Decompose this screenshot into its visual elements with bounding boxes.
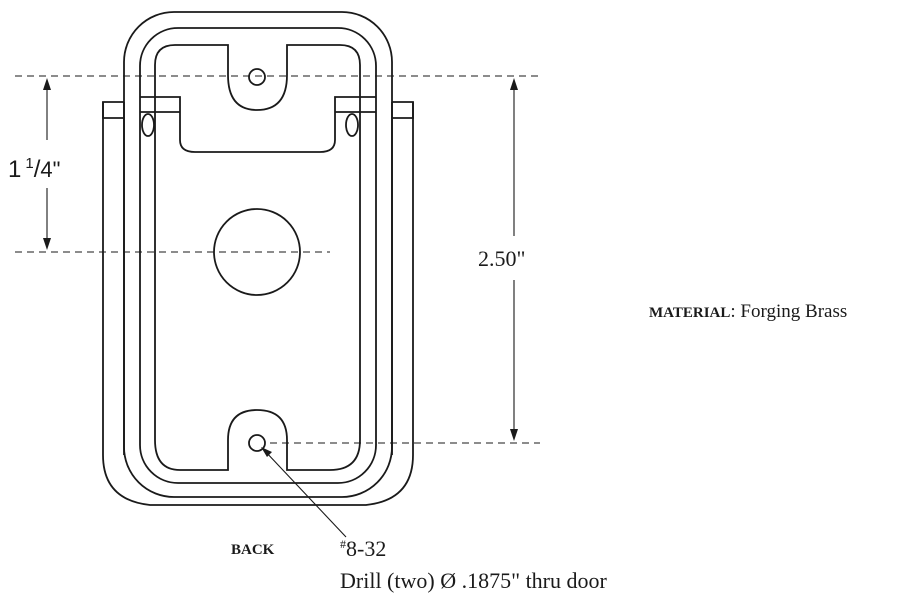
dim-right-label: 2.50"	[478, 246, 525, 271]
inner-panel	[154, 44, 361, 471]
left-flange	[102, 101, 124, 119]
right-pin	[345, 113, 359, 137]
bottom-screw-hole	[248, 434, 266, 452]
screw-spec: #8-32	[340, 536, 386, 561]
top-crossbar	[140, 96, 376, 153]
flange-bottom-curve	[102, 454, 414, 506]
dim-right-arrow-up	[510, 78, 518, 90]
drill-note: Drill (two) Ø .1875" thru door	[340, 568, 608, 593]
view-label: BACK	[231, 542, 275, 558]
dim-left-arrow-down	[43, 238, 51, 250]
right-flange	[392, 101, 414, 119]
inner-frame	[139, 27, 377, 484]
material-label: MATERIAL: Forging Brass	[649, 301, 847, 322]
left-pin	[141, 113, 155, 137]
top-screw-hole	[248, 68, 266, 86]
outer-frame	[123, 11, 393, 498]
dim-left-arrow-up	[43, 78, 51, 90]
leader-arrow	[261, 447, 272, 457]
leader-line	[263, 449, 347, 538]
dim-right-arrow-down	[510, 429, 518, 441]
